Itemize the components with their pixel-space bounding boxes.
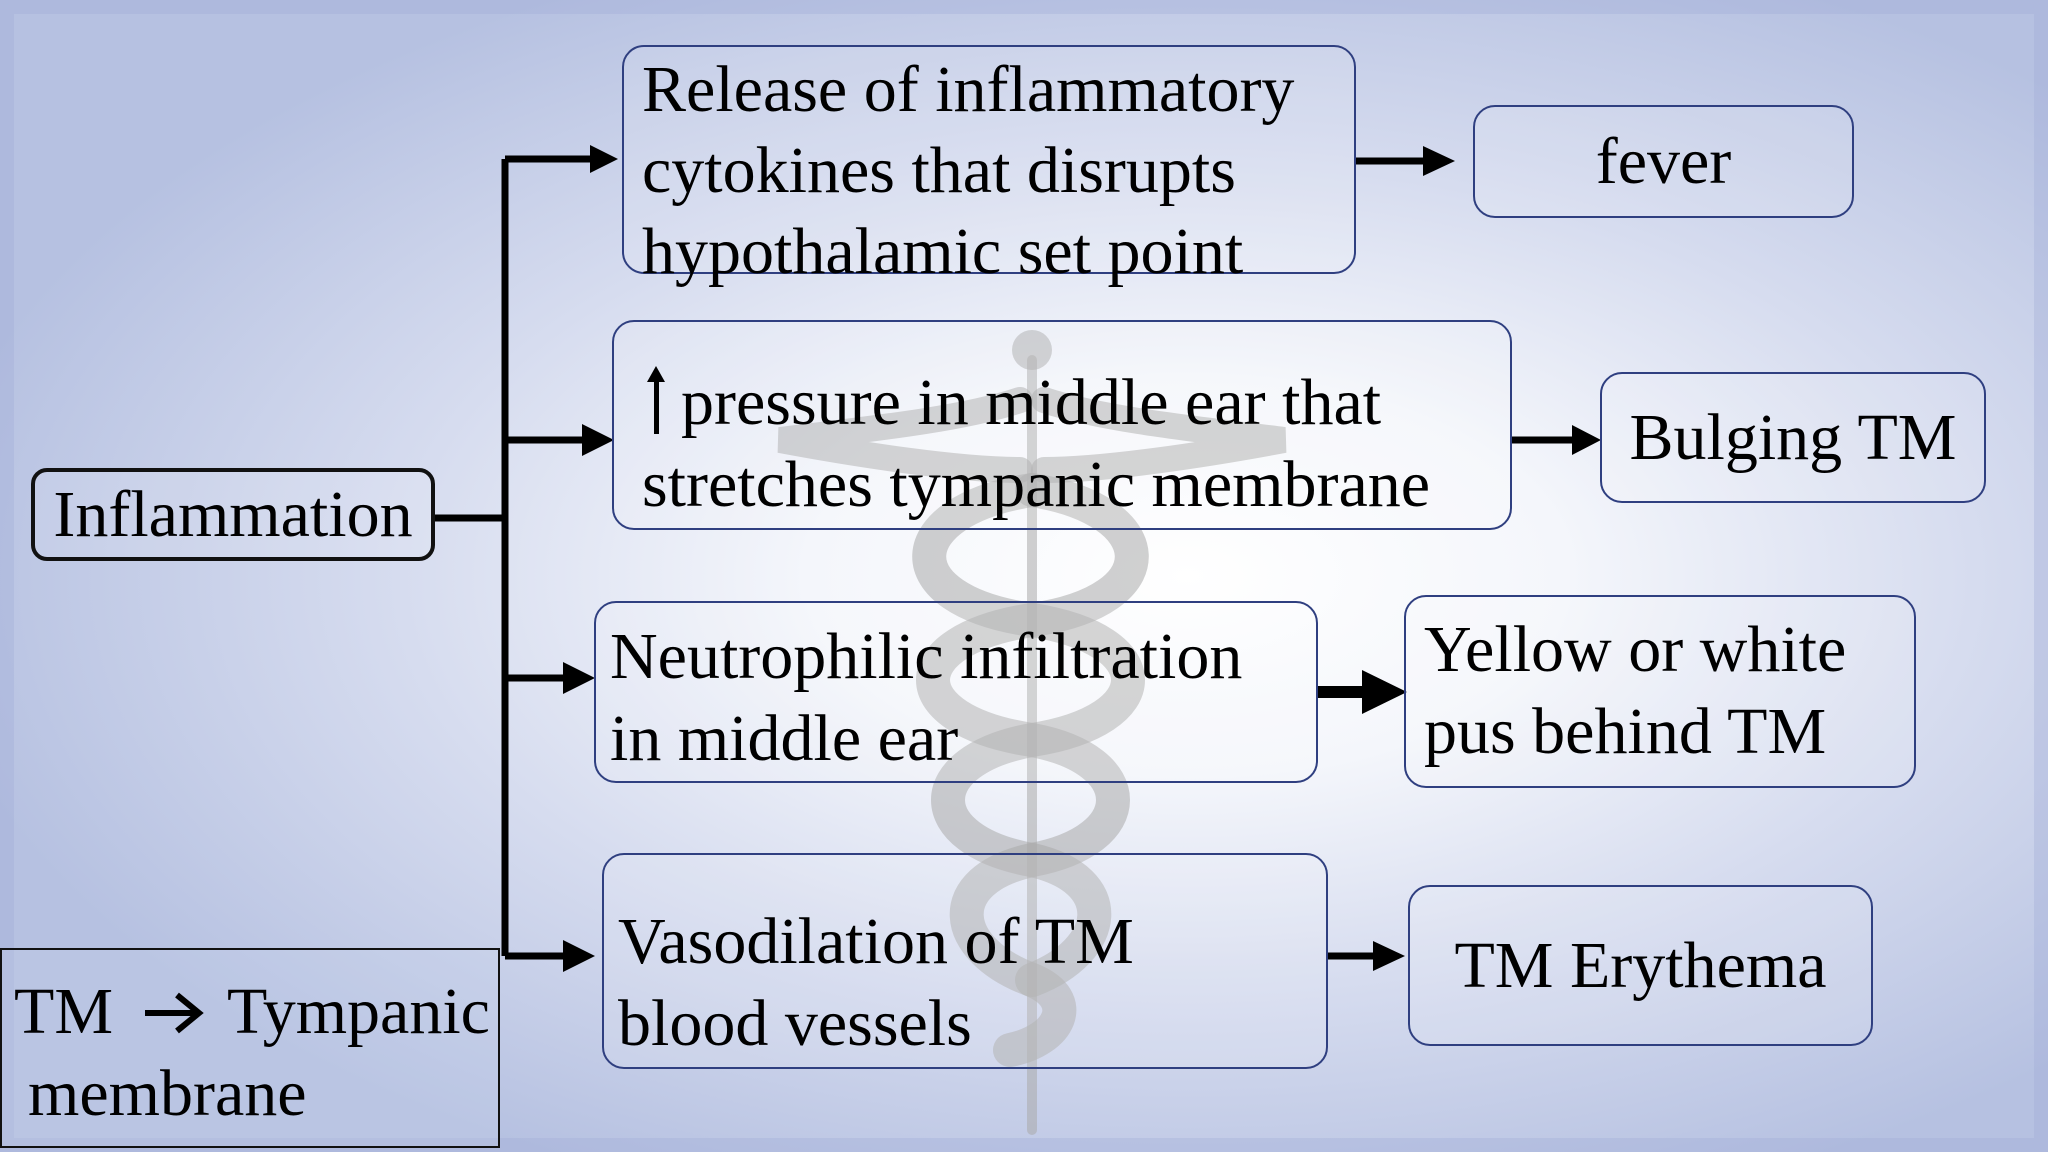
legend-box: TM Tympanic membrane [0, 948, 500, 1148]
cause-box-cytokines: Release of inflammatory cytokines that d… [622, 45, 1356, 288]
cause-box-neutrophilic: Neutrophilic infiltration in middle ear [594, 601, 1318, 783]
arrowhead-branch-4 [563, 940, 595, 972]
arrowhead-branch-3 [563, 662, 595, 694]
effect-box-pus: Yellow or white pus behind TM [1404, 595, 1916, 788]
cause-1-line-2: cytokines that disrupts [642, 134, 1236, 208]
right-arrow-icon [145, 992, 204, 1034]
cause-2-line-2: stretches tympanic membrane [642, 447, 1431, 521]
cause-box-pressure: pressure in middle ear that stretches ty… [612, 320, 1512, 530]
cause-3-line-1: Neutrophilic infiltration [610, 620, 1243, 693]
effect-box-fever: fever [1473, 105, 1854, 218]
root-label: Inflammation [53, 477, 413, 551]
effect-box-tm-erythema: TM Erythema [1408, 885, 1873, 1046]
cause-1-line-1: Release of inflammatory [642, 53, 1295, 126]
root-node-inflammation: Inflammation [31, 468, 435, 561]
effect-3-line-2: pus behind TM [1424, 694, 1827, 768]
legend-abbrev: TM [14, 975, 113, 1048]
cause-3-line-2: in middle ear [610, 701, 959, 775]
cause-4-line-2: blood vessels [618, 986, 972, 1060]
effect-3-line-1: Yellow or white [1424, 613, 1847, 686]
legend-line-1: TM Tympanic [14, 971, 498, 1053]
cause-2-text-1: pressure in middle ear that [681, 366, 1382, 439]
arrowhead-effect-1 [1423, 146, 1455, 176]
cause-2-line-1: pressure in middle ear that [642, 362, 1510, 444]
arrowhead-branch-2 [582, 424, 614, 456]
up-arrow-icon [647, 366, 665, 434]
cause-box-vasodilation: Vasodilation of TM blood vessels [602, 853, 1328, 1069]
arrowhead-effect-4 [1373, 941, 1405, 971]
cause-1-line-3: hypothalamic set point [642, 215, 1244, 289]
arrowhead-branch-1 [590, 145, 618, 173]
legend-line-2: membrane [28, 1056, 307, 1130]
cause-4-line-1: Vasodilation of TM [618, 905, 1134, 978]
effect-2-label: Bulging TM [1629, 400, 1957, 474]
arrowhead-effect-3 [1362, 670, 1407, 714]
effect-4-label: TM Erythema [1454, 928, 1827, 1002]
effect-1-label: fever [1595, 124, 1732, 198]
arrowhead-effect-2 [1572, 425, 1601, 455]
legend-expansion: Tympanic [227, 975, 490, 1048]
effect-box-bulging-tm: Bulging TM [1600, 372, 1986, 503]
